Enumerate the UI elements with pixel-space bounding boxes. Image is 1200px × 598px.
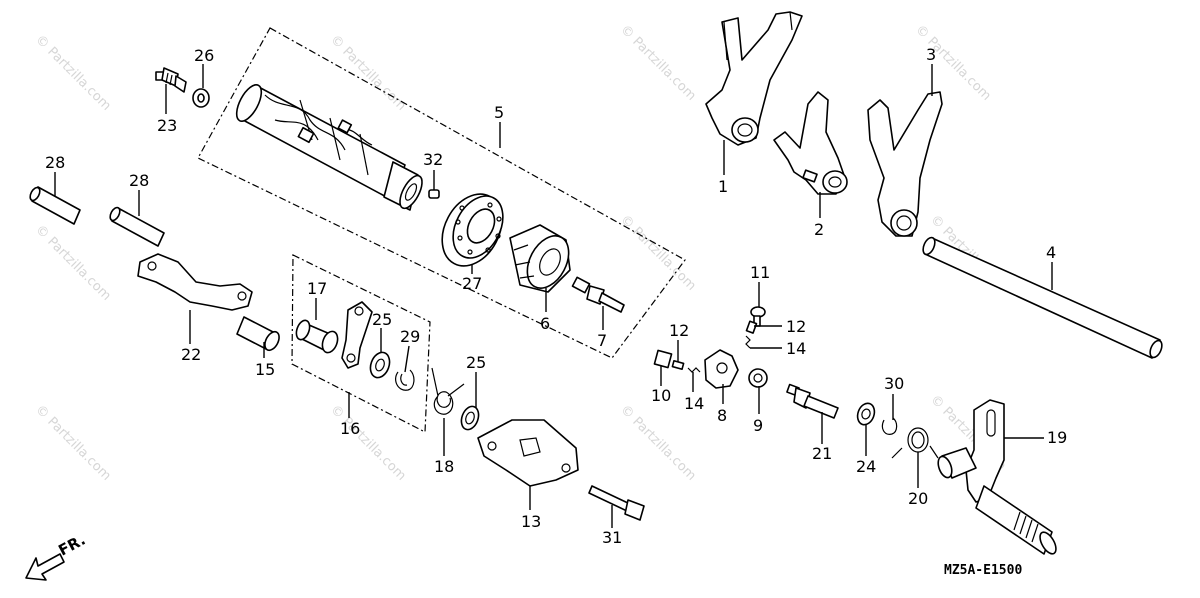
leader-lines bbox=[54, 64, 1053, 528]
callout-19[interactable]: 19 bbox=[1047, 428, 1067, 447]
part-14-spring[interactable] bbox=[745, 335, 751, 349]
part-32-pin[interactable] bbox=[428, 189, 440, 199]
watermark: © Partzilla.com bbox=[617, 212, 699, 294]
watermark: © Partzilla.com bbox=[327, 32, 409, 114]
callout-13[interactable]: 13 bbox=[521, 512, 541, 531]
watermark: © Partzilla.com bbox=[327, 402, 409, 484]
callout-17[interactable]: 17 bbox=[307, 279, 327, 298]
part-29-circlip[interactable] bbox=[395, 369, 415, 391]
callout-30[interactable]: 30 bbox=[884, 374, 904, 393]
part-4-fork-shaft[interactable] bbox=[921, 236, 1164, 360]
part-13-plate[interactable] bbox=[477, 419, 579, 487]
callout-29[interactable]: 29 bbox=[400, 327, 420, 346]
front-arrow-icon bbox=[25, 553, 65, 581]
part-12-pin[interactable] bbox=[745, 320, 758, 334]
part-28-dowel-pin[interactable] bbox=[28, 186, 81, 225]
callout-22[interactable]: 22 bbox=[181, 345, 201, 364]
callout-14b[interactable]: 14 bbox=[684, 394, 704, 413]
part-19-gearshift-spindle[interactable] bbox=[936, 399, 1060, 556]
diagram-code: MZ5A-E1500 bbox=[944, 563, 1022, 578]
part-16-stopper-arm[interactable] bbox=[341, 301, 373, 369]
callout-12b[interactable]: 12 bbox=[669, 321, 689, 340]
callout-28b[interactable]: 28 bbox=[129, 171, 149, 190]
part-28-dowel-pin[interactable] bbox=[108, 206, 165, 247]
callout-6[interactable]: 6 bbox=[540, 314, 550, 333]
part-7-bolt[interactable] bbox=[571, 276, 625, 313]
part-3-shift-fork[interactable] bbox=[867, 91, 943, 237]
callout-25a[interactable]: 25 bbox=[372, 310, 392, 329]
callout-31[interactable]: 31 bbox=[602, 528, 622, 547]
callout-labels: 1 2 3 4 5 6 7 8 9 10 11 12 12 13 14 14 1… bbox=[45, 45, 1067, 547]
callout-25b[interactable]: 25 bbox=[466, 353, 486, 372]
callout-4[interactable]: 4 bbox=[1046, 243, 1056, 262]
part-27-bearing[interactable] bbox=[430, 184, 513, 276]
part-5-shift-drum[interactable] bbox=[232, 81, 427, 212]
part-25-washer[interactable] bbox=[458, 404, 481, 432]
callout-15[interactable]: 15 bbox=[255, 360, 275, 379]
callout-2[interactable]: 2 bbox=[814, 220, 824, 239]
watermark: © Partzilla.com bbox=[912, 22, 994, 104]
callout-23[interactable]: 23 bbox=[157, 116, 177, 135]
part-1-shift-fork[interactable] bbox=[705, 11, 803, 146]
part-15-collar[interactable] bbox=[236, 316, 282, 353]
callout-20[interactable]: 20 bbox=[908, 489, 928, 508]
callout-10[interactable]: 10 bbox=[651, 386, 671, 405]
callout-28a[interactable]: 28 bbox=[45, 153, 65, 172]
callout-32[interactable]: 32 bbox=[423, 150, 443, 169]
part-10-plunger[interactable] bbox=[653, 349, 673, 369]
part-9-collar[interactable] bbox=[748, 368, 768, 388]
callout-7[interactable]: 7 bbox=[597, 331, 607, 350]
part-22-plate[interactable] bbox=[137, 253, 253, 311]
callout-26[interactable]: 26 bbox=[194, 46, 214, 65]
callout-24[interactable]: 24 bbox=[856, 457, 876, 476]
callout-3[interactable]: 3 bbox=[926, 45, 936, 64]
part-26-washer[interactable] bbox=[192, 88, 210, 108]
part-18-spring[interactable] bbox=[431, 367, 465, 415]
part-2-shift-fork[interactable] bbox=[773, 91, 848, 195]
callout-12a[interactable]: 12 bbox=[786, 317, 806, 336]
front-arrow: FR. bbox=[25, 531, 88, 581]
callout-16[interactable]: 16 bbox=[340, 419, 360, 438]
callout-14a[interactable]: 14 bbox=[786, 339, 806, 358]
part-21-bolt[interactable] bbox=[786, 383, 839, 419]
watermark: © Partzilla.com bbox=[617, 402, 699, 484]
part-6-drum-center[interactable] bbox=[509, 224, 577, 295]
watermark: © Partzilla.com bbox=[32, 222, 114, 304]
part-12-pin[interactable] bbox=[671, 360, 685, 370]
part-30-circlip[interactable] bbox=[881, 417, 898, 435]
watermark: © Partzilla.com bbox=[32, 32, 114, 114]
callout-9[interactable]: 9 bbox=[753, 416, 763, 435]
callout-18[interactable]: 18 bbox=[434, 457, 454, 476]
callout-21[interactable]: 21 bbox=[812, 444, 832, 463]
callout-1[interactable]: 1 bbox=[718, 177, 728, 196]
assembly-box-16 bbox=[291, 254, 431, 433]
part-31-bolt[interactable] bbox=[588, 485, 645, 521]
callout-11[interactable]: 11 bbox=[750, 263, 770, 282]
watermark: © Partzilla.com bbox=[32, 402, 114, 484]
assembly-box-5 bbox=[197, 27, 686, 359]
part-8-stopper-plate[interactable] bbox=[704, 349, 739, 389]
part-25-washer[interactable] bbox=[367, 350, 393, 381]
watermark: © Partzilla.com bbox=[617, 22, 699, 104]
callout-5[interactable]: 5 bbox=[494, 103, 504, 122]
part-14-spring[interactable] bbox=[687, 367, 701, 373]
callout-27[interactable]: 27 bbox=[462, 274, 482, 293]
part-17-collar[interactable] bbox=[294, 319, 340, 355]
part-20-spring[interactable] bbox=[891, 427, 939, 459]
part-23-neutral-switch[interactable] bbox=[155, 67, 187, 93]
callout-8[interactable]: 8 bbox=[717, 406, 727, 425]
part-24-washer[interactable] bbox=[855, 401, 878, 427]
